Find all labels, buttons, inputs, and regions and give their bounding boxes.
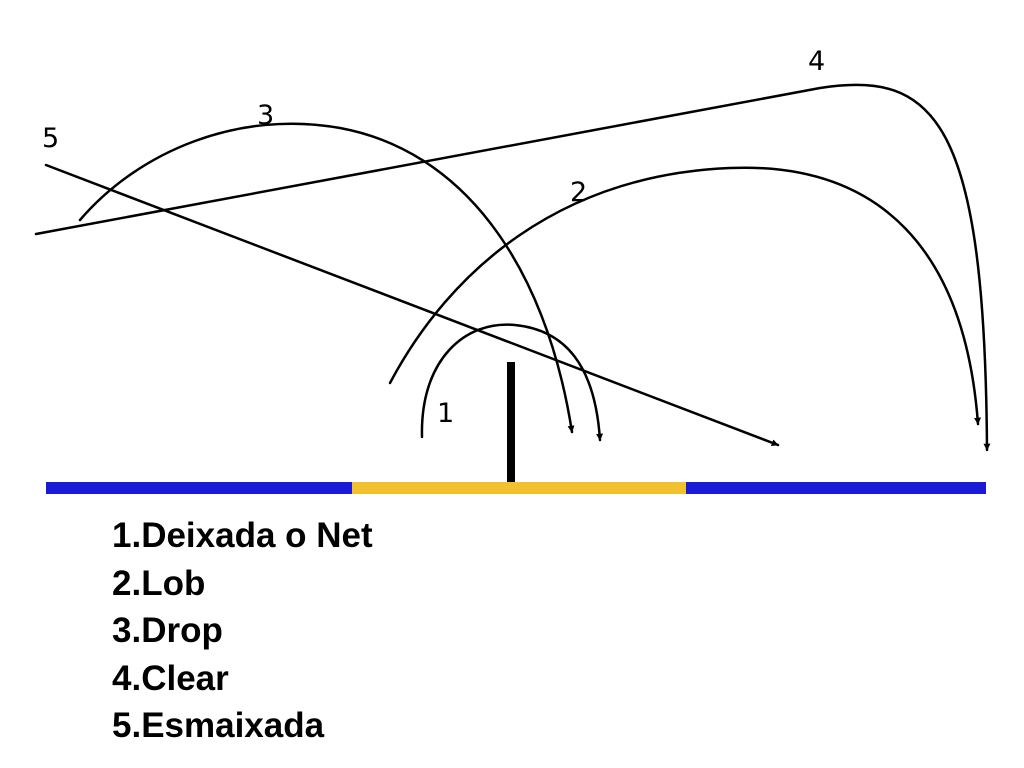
label-shot-2: 2 [570,177,587,208]
trajectory-drop [78,122,575,434]
label-shot-3: 3 [257,100,274,131]
court-right-zone [686,482,986,494]
legend-item-clear: 4.Clear [112,658,229,698]
trajectory-lob [388,166,982,426]
trajectory-deixada [420,323,604,442]
shot-legend: 1.Deixada o Net 2.Lob 3.Drop 4.Clear 5.E… [112,512,373,750]
legend-item-drop: 3.Drop [112,611,223,650]
trajectory-clear [34,83,991,452]
label-shot-1: 1 [437,398,454,429]
legend-item-esmaixada: 5.Esmaixada [112,706,325,745]
court-left-zone [46,482,352,494]
trajectory-esmaixada [44,163,780,447]
court-front-zone [352,482,686,494]
legend-item-lob: 2.Lob [112,563,206,603]
label-shot-5: 5 [42,123,59,154]
label-shot-4: 4 [808,46,825,77]
legend-item-deixada: 1.Deixada o Net [112,516,373,555]
